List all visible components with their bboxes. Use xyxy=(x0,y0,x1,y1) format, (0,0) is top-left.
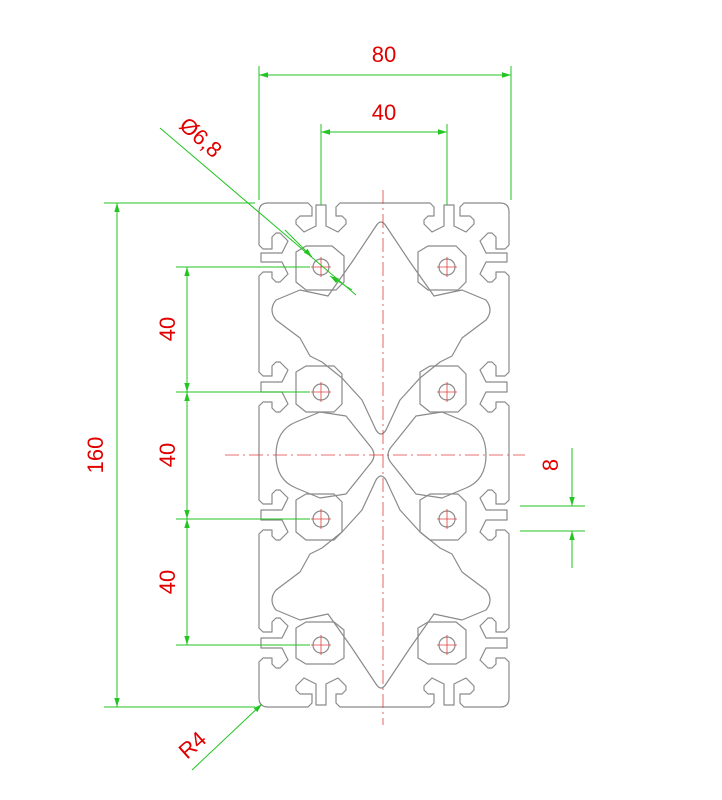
hole-bosses xyxy=(295,245,467,665)
dim-text-pitch-2: 40 xyxy=(155,443,180,467)
dim-text-pitch-3: 40 xyxy=(155,570,180,594)
leader-radius xyxy=(191,703,263,771)
center-lines xyxy=(225,190,525,725)
dim-text-160: 160 xyxy=(83,437,108,474)
dimension-texts: 80 40 Ø6,8 160 40 40 40 8 R4 xyxy=(83,42,563,764)
cavity-lower xyxy=(271,475,491,689)
leader-diameter xyxy=(159,127,357,296)
dim-text-80: 80 xyxy=(372,42,396,67)
hole-center-marks xyxy=(311,257,457,655)
dimension-lines xyxy=(104,66,585,771)
dim-text-radius: R4 xyxy=(174,726,212,763)
outer-contour xyxy=(258,202,510,708)
leader-diameter-arrow-1 xyxy=(284,229,313,258)
cavity-upper-left xyxy=(271,221,491,435)
dim-text-pitch-1: 40 xyxy=(155,317,180,341)
dim-text-diameter: Ø6,8 xyxy=(175,112,227,162)
leader-diameter-arrow-2 xyxy=(329,275,353,291)
cavity-center-right xyxy=(387,411,487,499)
dim-text-40-top: 40 xyxy=(372,100,396,125)
cavity-center xyxy=(275,411,375,499)
mounting-holes xyxy=(312,258,456,654)
dim-text-8: 8 xyxy=(538,459,563,471)
